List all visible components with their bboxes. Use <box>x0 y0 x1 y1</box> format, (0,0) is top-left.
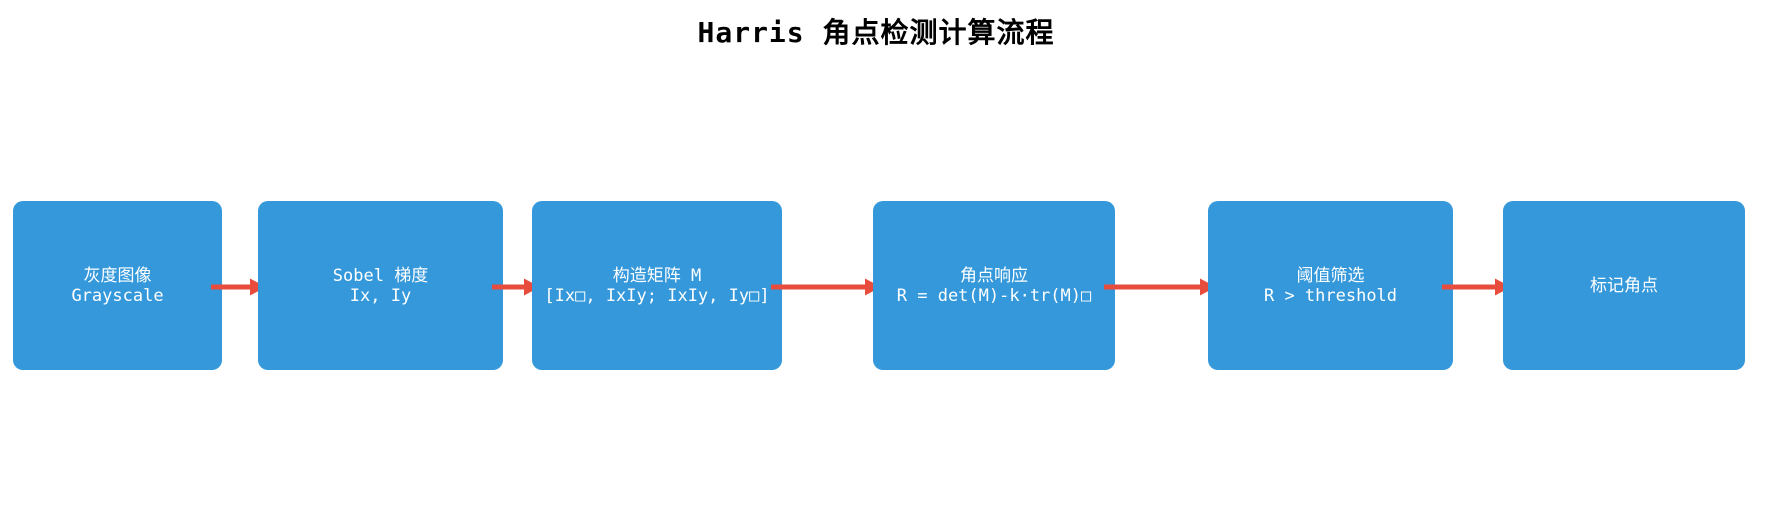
node-sublabel: R = det(M)-k·tr(M)□ <box>896 285 1092 306</box>
node-sublabel: [Ix□, IxIy; IxIy, Iy□] <box>544 285 770 306</box>
node-sublabel: Ix, Iy <box>349 285 412 306</box>
node-label: 阈值筛选 <box>1296 265 1365 286</box>
flow-node-corner-response: 角点响应 R = det(M)-k·tr(M)□ <box>873 201 1115 370</box>
flow-node-threshold-filter: 阈值筛选 R > threshold <box>1208 201 1453 370</box>
flow-arrow-icon <box>1442 278 1511 296</box>
node-sublabel: R > threshold <box>1263 285 1398 306</box>
flow-node-matrix-m: 构造矩阵 M [Ix□, IxIy; IxIy, Iy□] <box>532 201 782 370</box>
flow-arrow-icon <box>771 278 881 296</box>
flow-arrow-icon <box>1104 278 1216 296</box>
node-label: 标记角点 <box>1590 275 1658 296</box>
flow-node-mark-corners: 标记角点 <box>1503 201 1745 370</box>
diagram-title: Harris 角点检测计算流程 <box>697 16 1055 49</box>
node-label: Sobel 梯度 <box>332 265 429 286</box>
node-sublabel: Grayscale <box>71 285 164 306</box>
node-label: 构造矩阵 M <box>612 265 702 286</box>
node-label: 角点响应 <box>960 265 1028 286</box>
node-label: 灰度图像 <box>83 265 152 286</box>
flow-node-grayscale: 灰度图像 Grayscale <box>13 201 222 370</box>
flow-node-sobel-gradient: Sobel 梯度 Ix, Iy <box>258 201 503 370</box>
